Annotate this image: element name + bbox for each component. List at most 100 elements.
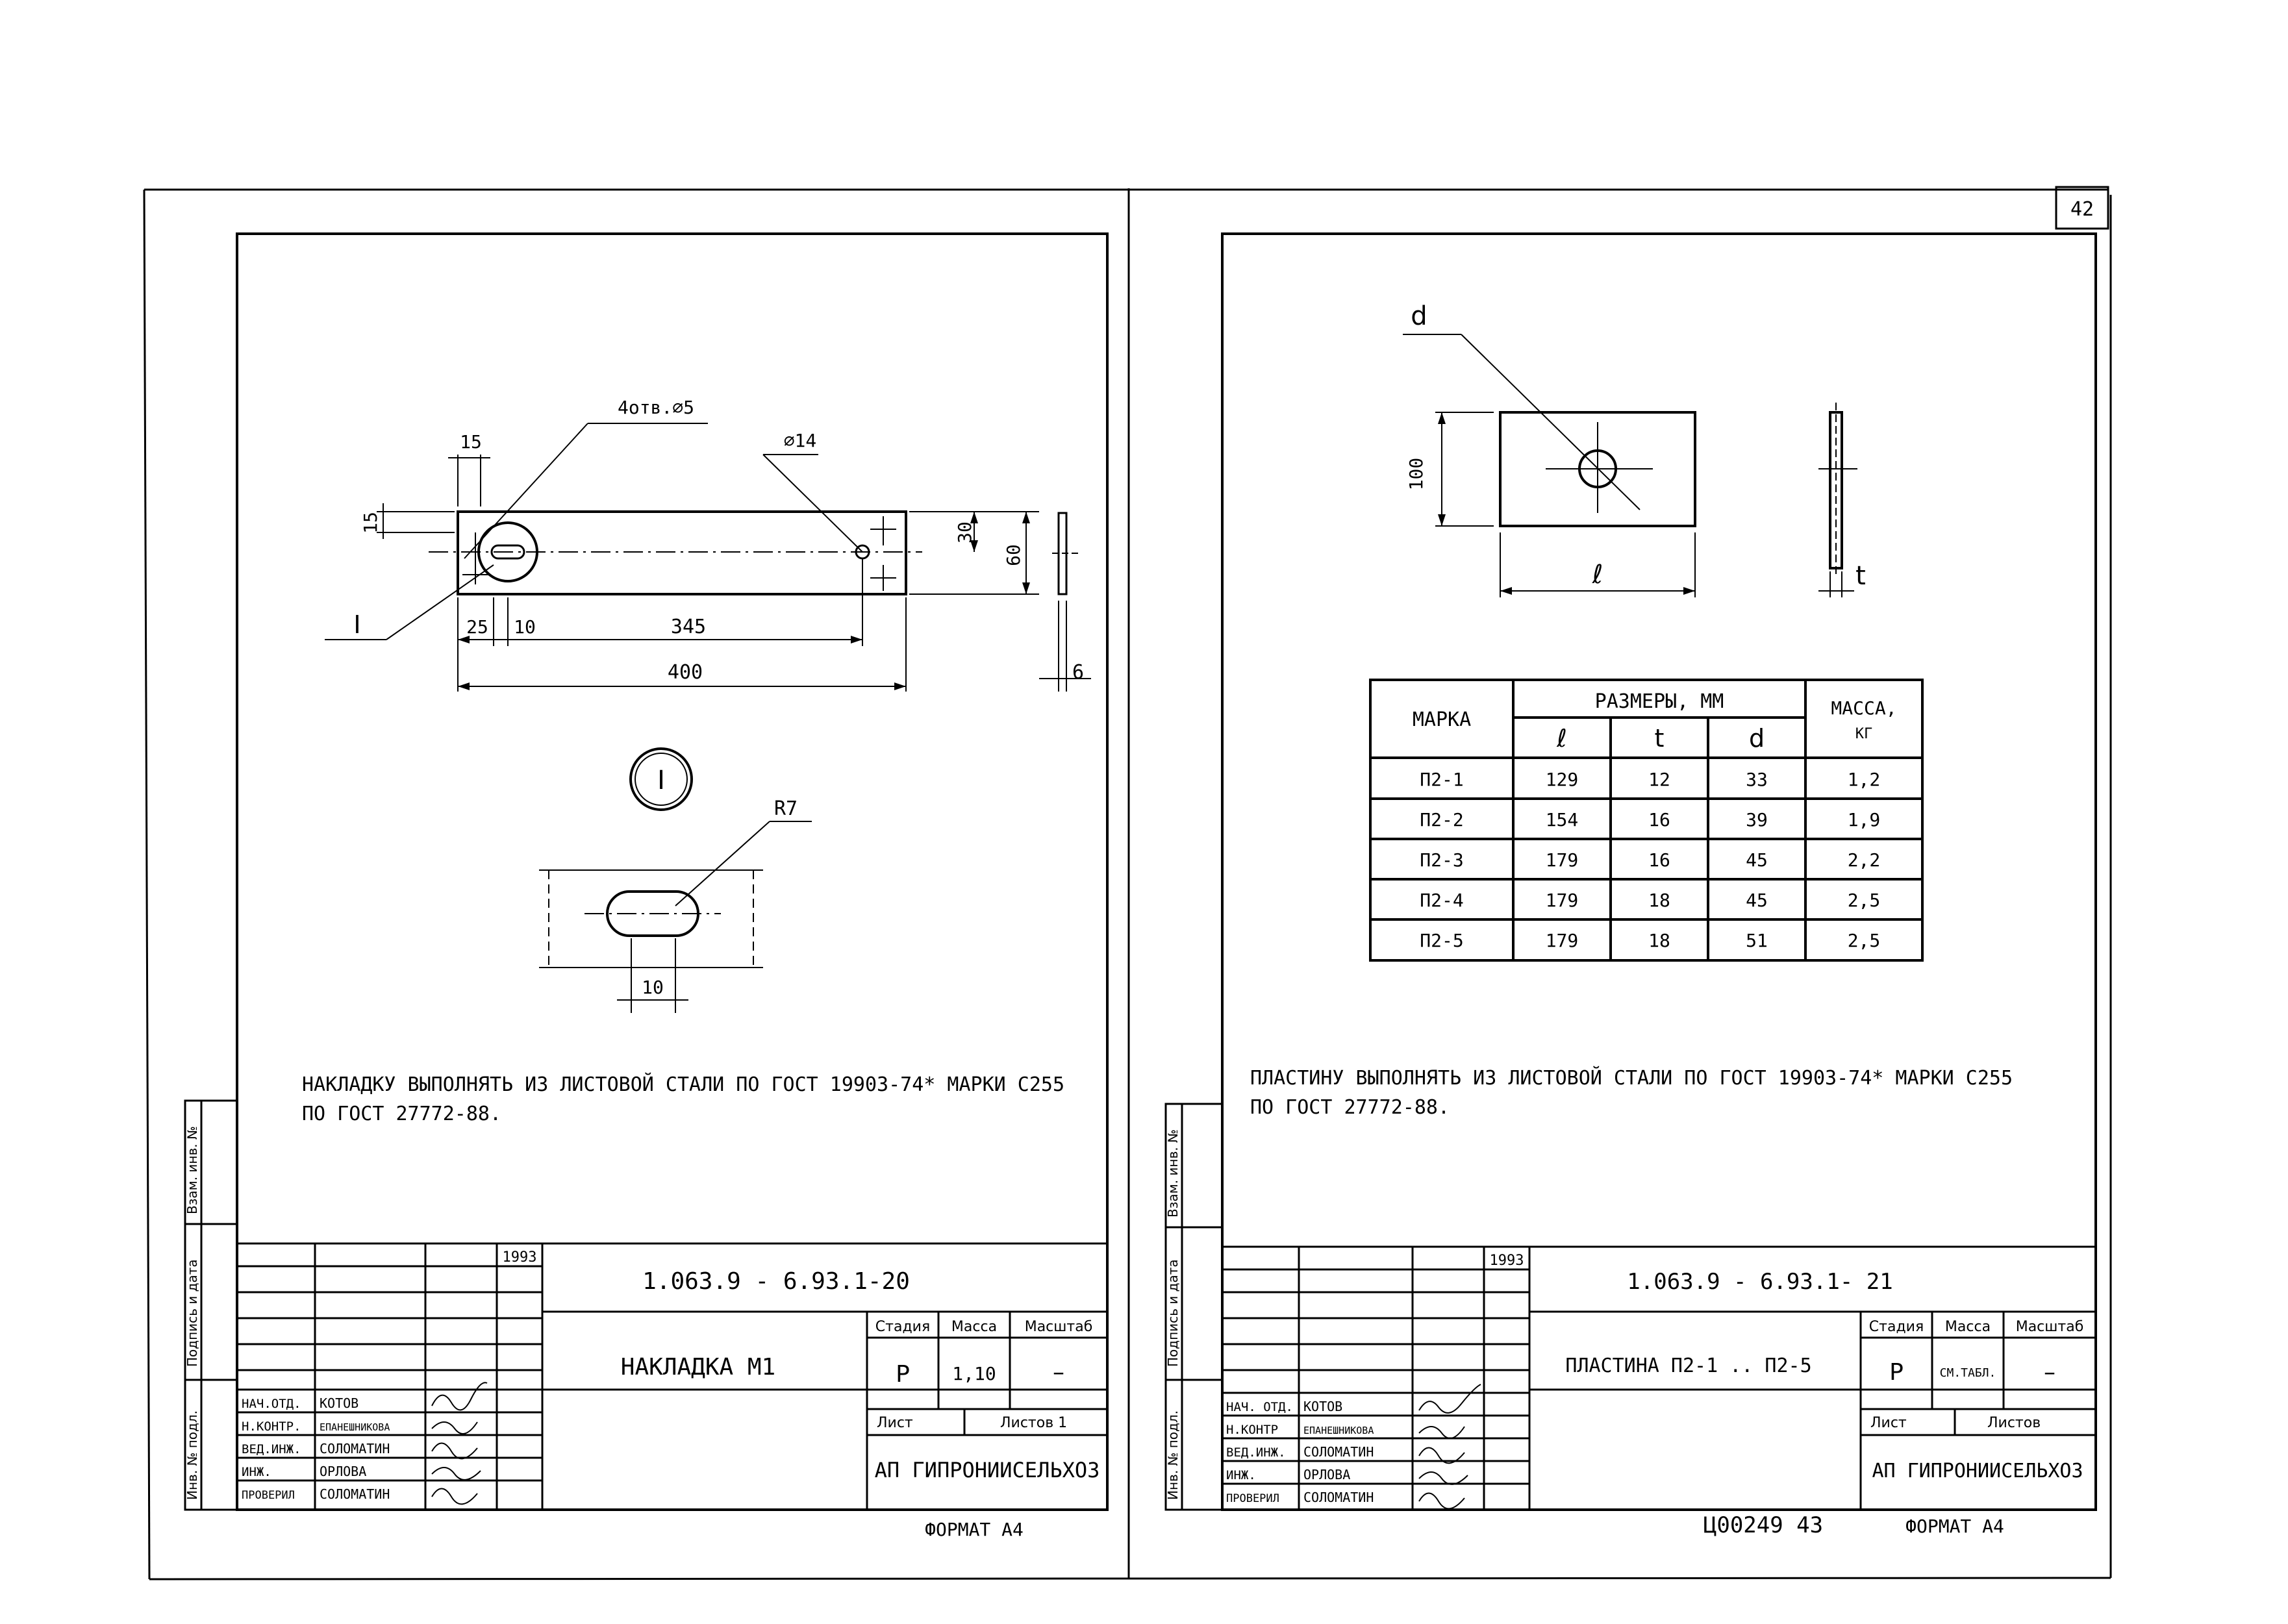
right-sheet: d 100 ℓ t МАРКА РАЗМЕРЫ, ММ МАССА, КГ ℓ … (1164, 232, 2097, 1538)
left-name-0: КОТОВ (320, 1395, 358, 1411)
dim-10: 10 (514, 616, 536, 638)
table-cell-mark: П2-1 (1420, 769, 1463, 790)
left-sheet: 15 15 4отв.⌀5 ⌀14 30 60 25 10 345 400 6 … (184, 232, 1109, 1540)
left-signatures (431, 1382, 488, 1505)
archive-number: Ц00249 43 (1703, 1512, 1823, 1538)
right-side-label-0: Инв. № подл. (1165, 1410, 1181, 1500)
table-cell-mark: П2-3 (1420, 849, 1463, 871)
table-sub-t: t (1655, 724, 1665, 753)
left-role-0: НАЧ.ОТД. (242, 1397, 301, 1411)
table-sub-l: ℓ (1556, 724, 1567, 753)
table-cell-mass: 2,5 (1848, 930, 1881, 951)
section-label: I (353, 610, 360, 639)
callout-diameter: ⌀14 (784, 430, 817, 451)
table-cell-d: 51 (1746, 930, 1768, 951)
left-sheets-label: Листов 1 (1000, 1415, 1067, 1431)
left-side-label-2: Взам. инв. № (184, 1126, 200, 1214)
table-cell-mark: П2-4 (1420, 890, 1463, 911)
right-organization: АП ГИПРОНИИСЕЛЬХОЗ (1872, 1460, 2083, 1482)
detail-label: I (657, 766, 665, 795)
left-name-4: СОЛОМАТИН (320, 1486, 390, 1502)
left-scale: – (1053, 1359, 1064, 1386)
dim-30: 30 (954, 521, 975, 543)
right-mass: СМ.ТАБЛ. (1940, 1366, 1996, 1380)
table-cell-mass: 1,2 (1848, 769, 1881, 790)
table-cell-mark: П2-5 (1420, 930, 1463, 951)
table-sub-d: d (1749, 724, 1765, 753)
left-note-line2: ПО ГОСТ 27772-88. (302, 1103, 501, 1125)
dim-6: 6 (1072, 661, 1084, 684)
table-cell-l: 154 (1546, 809, 1579, 831)
right-sheets-label: Листов (1987, 1415, 2041, 1431)
left-role-1: Н.КОНТР. (242, 1419, 301, 1434)
table-row: П2-1 129 12 33 1,2 (1420, 769, 1880, 790)
detail-view (539, 747, 812, 1013)
right-year: 1993 (1490, 1253, 1524, 1269)
left-role-2: ВЕД.ИНЖ. (242, 1442, 301, 1456)
right-note-line2: ПО ГОСТ 27772-88. (1250, 1096, 1450, 1119)
sheet-number: 42 (2070, 198, 2094, 221)
table-col-sizes: РАЗМЕРЫ, ММ (1595, 690, 1724, 713)
dim-345: 345 (671, 616, 706, 638)
left-name-3: ОРЛОВА (320, 1464, 366, 1479)
left-title-block (237, 1242, 1107, 1510)
right-name-0: КОТОВ (1303, 1399, 1342, 1414)
left-side-label-0: Инв. № подл. (184, 1410, 200, 1500)
right-name-3: ОРЛОВА (1303, 1467, 1350, 1482)
right-stage: Р (1889, 1359, 1904, 1386)
left-drawing-name: НАКЛАДКА М1 (621, 1354, 775, 1380)
table-cell-t: 18 (1648, 890, 1670, 911)
label-d: d (1411, 301, 1427, 331)
right-role-0: НАЧ. ОТД. (1226, 1400, 1293, 1414)
right-format: ФОРМАТ А4 (1905, 1516, 2004, 1537)
left-plate-drawing (325, 423, 1091, 692)
sheet-number-box: 42 (2055, 186, 2109, 230)
right-name-1: ЕПАНЕШНИКОВА (1303, 1425, 1374, 1436)
table-cell-mass: 2,5 (1848, 890, 1881, 911)
table-cell-mass: 1,9 (1848, 809, 1881, 831)
left-year: 1993 (503, 1249, 537, 1266)
table-row: П2-3 179 16 45 2,2 (1420, 849, 1880, 871)
left-side-strip (184, 1099, 238, 1511)
label-l: ℓ (1592, 560, 1603, 590)
left-mass-header: Масса (951, 1319, 997, 1335)
right-side-label-2: Взам. инв. № (1165, 1129, 1181, 1218)
dim-15-top: 15 (460, 431, 482, 453)
right-role-1: Н.КОНТР (1226, 1423, 1278, 1437)
right-sheet-label: Лист (1870, 1415, 1907, 1431)
right-title-block (1222, 1245, 2096, 1510)
table-cell-l: 129 (1546, 769, 1579, 790)
right-drawing-code: 1.063.9 - 6.93.1- 21 (1627, 1269, 1892, 1295)
right-name-2: СОЛОМАТИН (1303, 1444, 1374, 1460)
label-100: 100 (1405, 458, 1427, 491)
right-role-4: ПРОВЕРИЛ (1226, 1492, 1279, 1505)
table-cell-t: 18 (1648, 930, 1670, 951)
right-side-label-1: Подпись и дата (1165, 1259, 1181, 1367)
right-scale: – (2044, 1359, 2055, 1386)
right-drawing-name: ПЛАСТИНА П2-1 .. П2-5 (1565, 1355, 1811, 1377)
table-cell-mark: П2-2 (1420, 809, 1463, 831)
left-sheet-label: Лист (877, 1415, 913, 1431)
right-signatures (1418, 1384, 1481, 1510)
dim-400: 400 (668, 661, 703, 684)
left-name-2: СОЛОМАТИН (320, 1441, 390, 1456)
right-side-strip (1164, 1103, 1224, 1511)
table-cell-t: 16 (1648, 849, 1670, 871)
table-cell-l: 179 (1546, 890, 1579, 911)
table-cell-t: 16 (1648, 809, 1670, 831)
table-cell-mass: 2,2 (1848, 849, 1881, 871)
left-mass: 1,10 (952, 1363, 996, 1384)
left-sheet-border (236, 232, 1109, 1511)
label-t: t (1855, 561, 1866, 591)
callout-holes: 4отв.⌀5 (618, 397, 694, 418)
table-cell-l: 179 (1546, 930, 1579, 951)
table-cell-d: 45 (1746, 849, 1768, 871)
left-format: ФОРМАТ А4 (925, 1519, 1024, 1540)
left-stage: Р (896, 1361, 910, 1388)
right-note-line1: ПЛАСТИНУ ВЫПОЛНЯТЬ ИЗ ЛИСТОВОЙ СТАЛИ ПО … (1250, 1066, 2013, 1090)
table-cell-d: 45 (1746, 890, 1768, 911)
right-plate-drawing (1403, 334, 1857, 597)
left-drawing-code: 1.063.9 - 6.93.1-20 (642, 1268, 910, 1295)
left-name-1: ЕПАНЕШНИКОВА (320, 1421, 390, 1433)
